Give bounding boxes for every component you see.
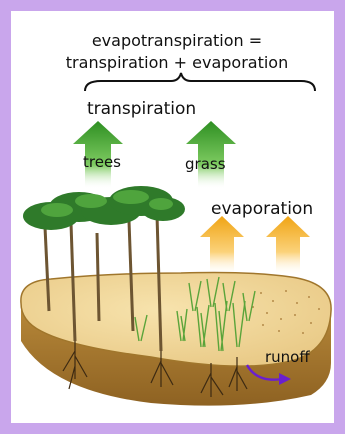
brace — [85, 73, 315, 91]
runoff-label: runoff — [265, 348, 310, 366]
equation-line2: transpiration + evaporation — [66, 53, 288, 72]
evaporation-arrow-right — [266, 216, 310, 276]
evaporation-label: evaporation — [211, 199, 313, 219]
transpiration-label: transpiration — [87, 99, 196, 119]
equation-line1: evapotranspiration = — [92, 31, 262, 50]
diagram-canvas: evapotranspiration = transpiration + eva… — [11, 11, 334, 423]
grass-label: grass — [185, 155, 226, 173]
trees-label: trees — [83, 153, 121, 171]
evapotranspiration-diagram: evapotranspiration = transpiration + eva… — [11, 11, 334, 423]
evaporation-arrow-left — [200, 216, 244, 276]
